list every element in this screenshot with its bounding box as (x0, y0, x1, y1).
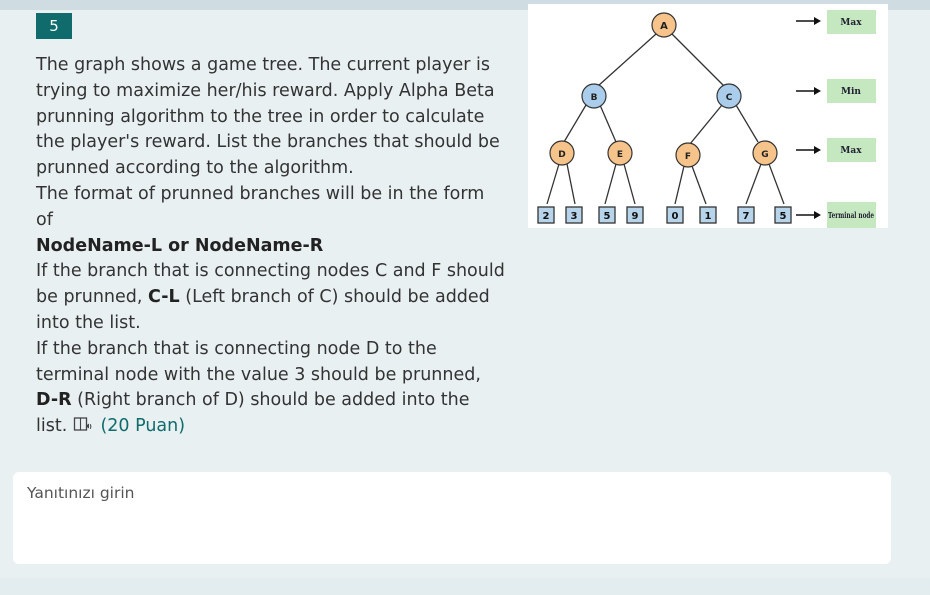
question-paragraph-2: The format of prunned branches will be i… (36, 183, 485, 230)
svg-text:B: B (591, 93, 598, 103)
leaf-1: 2 (537, 206, 555, 224)
leaf-7: 7 (737, 206, 755, 224)
question-paragraph-3: If the branch that is connecting nodes C… (36, 259, 506, 336)
svg-text:3: 3 (571, 211, 578, 222)
node-C: C (716, 83, 742, 109)
leaf-6: 1 (699, 206, 717, 224)
para4-pre: If the branch that is connecting node D … (36, 338, 481, 385)
svg-text:Terminal node: Terminal node (828, 211, 874, 221)
svg-text:A: A (660, 21, 668, 32)
svg-text:1: 1 (705, 211, 712, 222)
para4-bold: D-R (36, 390, 72, 411)
svg-text:Min: Min (841, 87, 861, 97)
para3-post: (Left branch of C) should be added into … (36, 287, 490, 333)
leaf-2: 3 (565, 206, 583, 224)
node-B: B (581, 83, 607, 109)
question-number-badge: 5 (36, 13, 72, 39)
leaf-4: 9 (626, 206, 644, 224)
para4-post: (Right branch of D) should be added into… (36, 390, 470, 437)
format-bold: NodeName-L or NodeName-R (36, 235, 324, 256)
para3-pre: If the branch that is connecting nodes C… (36, 261, 505, 308)
svg-text:G: G (761, 150, 768, 160)
svg-text:C: C (726, 93, 733, 103)
top-bar (0, 0, 930, 10)
leaf-5: 0 (666, 206, 684, 224)
svg-text:0: 0 (672, 211, 679, 222)
node-A: A (651, 12, 677, 38)
question-paragraph-1: The graph shows a game tree. The current… (36, 55, 500, 179)
para3-bold: C-L (148, 287, 180, 308)
node-D: D (549, 140, 575, 166)
question-text: The graph shows a game tree. The current… (36, 53, 506, 443)
points-label: (20 Puan) (100, 416, 186, 437)
bottom-bar (0, 578, 930, 595)
level-label-max-2: Max (827, 138, 876, 162)
level-label-terminal: Terminal node (827, 202, 876, 228)
node-G: G (752, 140, 778, 166)
answer-placeholder: Yanıtınızı girin (27, 484, 135, 502)
node-E: E (607, 140, 633, 166)
question-paragraph-4: If the branch that is connecting node D … (36, 337, 506, 443)
svg-text:5: 5 (604, 211, 611, 222)
leaf-8: 5 (774, 206, 792, 224)
svg-text:Max: Max (840, 18, 862, 28)
svg-text:D: D (558, 150, 565, 160)
svg-text:5: 5 (780, 211, 787, 222)
node-F: F (675, 142, 701, 168)
answer-input[interactable]: Yanıtınızı girin (13, 472, 891, 564)
svg-text:7: 7 (743, 211, 750, 222)
game-tree-figure: A B C D E F G 2 3 5 9 (528, 4, 888, 228)
level-label-max-1: Max (827, 10, 876, 34)
svg-text:2: 2 (543, 211, 550, 222)
immersive-reader-icon[interactable] (73, 416, 93, 443)
svg-text:Max: Max (840, 146, 862, 156)
svg-text:9: 9 (632, 211, 639, 222)
svg-text:F: F (685, 152, 691, 162)
level-label-min: Min (827, 79, 876, 103)
svg-text:E: E (617, 150, 623, 160)
format-line: NodeName-L or NodeName-R (36, 234, 506, 260)
leaf-3: 5 (598, 206, 616, 224)
